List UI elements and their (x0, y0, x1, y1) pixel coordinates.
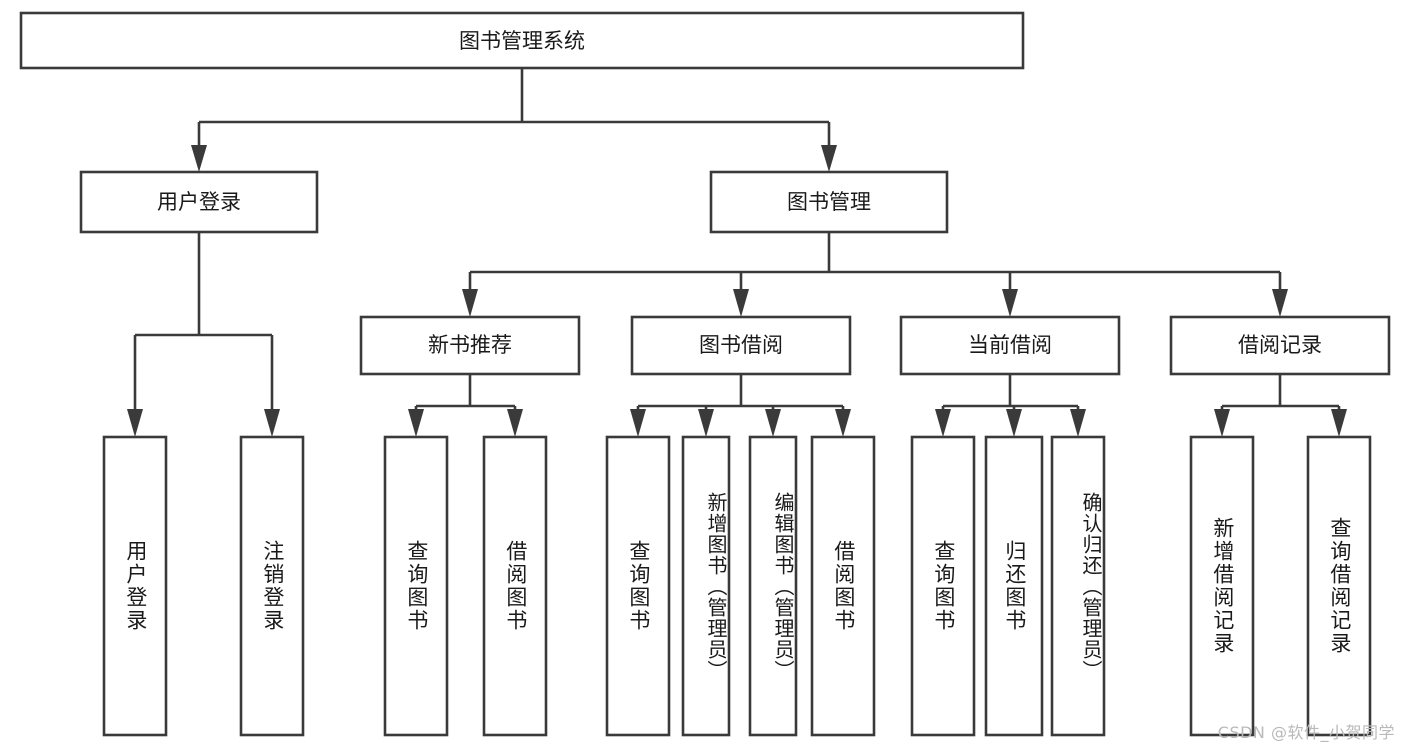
node-book-borrow[interactable]: 图书借阅 (630, 315, 852, 376)
arrow-current-to-leaf-2 (1006, 409, 1022, 437)
leaf-query-book-borrow-textwrap: 查询图书 (626, 540, 651, 632)
arrow-borrow-to-leaf-2 (698, 409, 714, 437)
leaf-return-book-textwrap: 归还图书 (1002, 540, 1027, 632)
leaf-add-borrow-record-label: 新增借阅记录 (1210, 517, 1235, 655)
leaf-query-book-borrow-box (605, 435, 671, 737)
leaf-confirm-return-admin-label: 确认归还（管理员） (1079, 491, 1103, 681)
arrow-root-to-book-mgmt (821, 145, 837, 172)
node-book-management-label: 图书管理 (787, 190, 871, 214)
leaf-user-login-label: 用户登录 (123, 540, 148, 632)
leaf-return-book-label: 归还图书 (1002, 540, 1027, 632)
csdn-watermark: CSDN @软件_小贺同学 (1217, 723, 1395, 742)
arrow-current-to-leaf-1 (935, 409, 951, 437)
node-root-system[interactable]: 图书管理系统 (19, 11, 1025, 70)
node-current-borrow-box (899, 315, 1121, 376)
node-user-login-box (79, 170, 319, 234)
leaf-confirm-return-admin-textwrap: 确认归还（管理员） (1079, 491, 1103, 681)
leaf-query-book-current-box (910, 435, 976, 737)
leaf-add-book-admin[interactable]: 新增图书（管理员） (681, 435, 731, 737)
leaf-query-borrow-record-textwrap: 查询借阅记录 (1327, 517, 1352, 655)
node-root-system-label: 图书管理系统 (459, 29, 585, 53)
leaf-user-login[interactable]: 用户登录 (102, 435, 168, 737)
leaf-query-book-borrow[interactable]: 查询图书 (605, 435, 671, 737)
leaf-query-book-new-label: 查询图书 (404, 540, 429, 632)
arrow-user-login-to-leaf-1 (127, 409, 143, 437)
leaf-query-book-new-textwrap: 查询图书 (404, 540, 429, 632)
leaf-borrow-book-borrow-box (810, 435, 876, 737)
leaf-edit-book-admin-textwrap: 编辑图书（管理员） (771, 491, 795, 681)
node-book-borrow-label: 图书借阅 (699, 333, 783, 357)
leaf-add-borrow-record-textwrap: 新增借阅记录 (1210, 517, 1235, 655)
arrow-borrow-to-leaf-4 (835, 409, 851, 437)
arrow-book-mgmt-to-current (1002, 289, 1018, 317)
arrow-borrow-to-leaf-3 (765, 409, 781, 437)
node-root-system-box (19, 11, 1025, 70)
leaf-borrow-book-borrow[interactable]: 借阅图书 (810, 435, 876, 737)
leaf-user-login-box (102, 435, 168, 737)
leaf-add-borrow-record[interactable]: 新增借阅记录 (1189, 435, 1255, 737)
leaf-query-borrow-record-box (1306, 435, 1372, 737)
leaf-logout[interactable]: 注销登录 (239, 435, 305, 737)
arrow-records-to-leaf-2 (1331, 409, 1347, 437)
leaf-edit-book-admin-box (748, 435, 798, 737)
leaf-add-book-admin-label: 新增图书（管理员） (704, 491, 728, 681)
node-borrow-records-box (1169, 315, 1391, 376)
leaf-query-book-current-label: 查询图书 (931, 540, 956, 632)
leaf-borrow-book-borrow-label: 借阅图书 (831, 540, 856, 632)
node-book-management-box (709, 170, 949, 234)
node-user-login-label: 用户登录 (157, 190, 241, 214)
leaf-edit-book-admin-label: 编辑图书（管理员） (771, 491, 795, 681)
node-borrow-records-label: 借阅记录 (1238, 333, 1322, 357)
node-current-borrow-label: 当前借阅 (968, 333, 1052, 357)
leaf-add-book-admin-textwrap: 新增图书（管理员） (704, 491, 728, 681)
node-new-book-recommend[interactable]: 新书推荐 (359, 315, 581, 376)
leaf-user-login-textwrap: 用户登录 (123, 540, 148, 632)
leaf-logout-label: 注销登录 (260, 540, 285, 632)
leaf-query-borrow-record[interactable]: 查询借阅记录 (1306, 435, 1372, 737)
leaf-logout-box (239, 435, 305, 737)
arrow-book-mgmt-to-records (1272, 289, 1288, 317)
connector-layer (127, 68, 1347, 437)
arrow-book-mgmt-to-new-books (462, 289, 478, 317)
leaf-borrow-book-new-label: 借阅图书 (503, 540, 528, 632)
arrow-root-to-user-login (191, 145, 207, 172)
leaf-query-book-new[interactable]: 查询图书 (383, 435, 449, 737)
leaf-query-borrow-record-label: 查询借阅记录 (1327, 517, 1352, 655)
arrow-book-mgmt-to-borrow (733, 289, 749, 317)
node-borrow-records[interactable]: 借阅记录 (1169, 315, 1391, 376)
leaf-query-book-new-box (383, 435, 449, 737)
leaf-add-borrow-record-box (1189, 435, 1255, 737)
node-book-borrow-box (630, 315, 852, 376)
leaf-borrow-book-borrow-textwrap: 借阅图书 (831, 540, 856, 632)
arrow-user-login-to-leaf-2 (264, 409, 280, 437)
node-user-login[interactable]: 用户登录 (79, 170, 319, 234)
arrow-new-books-to-leaf-1 (408, 409, 424, 437)
leaf-borrow-book-new-box (482, 435, 548, 737)
leaf-query-book-borrow-label: 查询图书 (626, 540, 651, 632)
node-book-management[interactable]: 图书管理 (709, 170, 949, 234)
arrow-new-books-to-leaf-2 (507, 409, 523, 437)
leaf-logout-textwrap: 注销登录 (260, 540, 285, 632)
leaf-confirm-return-admin-box (1050, 435, 1106, 737)
leaf-borrow-book-new-textwrap: 借阅图书 (503, 540, 528, 632)
node-new-book-recommend-box (359, 315, 581, 376)
leaf-add-book-admin-box (681, 435, 731, 737)
leaf-return-book[interactable]: 归还图书 (984, 435, 1044, 737)
leaf-query-book-current[interactable]: 查询图书 (910, 435, 976, 737)
arrow-current-to-leaf-3 (1070, 409, 1086, 437)
node-current-borrow[interactable]: 当前借阅 (899, 315, 1121, 376)
leaf-edit-book-admin[interactable]: 编辑图书（管理员） (748, 435, 798, 737)
arrow-records-to-leaf-1 (1214, 409, 1230, 437)
node-new-book-recommend-label: 新书推荐 (428, 333, 512, 357)
leaf-borrow-book-new[interactable]: 借阅图书 (482, 435, 548, 737)
leaf-return-book-box (984, 435, 1044, 737)
leaf-confirm-return-admin[interactable]: 确认归还（管理员） (1050, 435, 1106, 737)
leaf-query-book-current-textwrap: 查询图书 (931, 540, 956, 632)
arrow-borrow-to-leaf-1 (630, 409, 646, 437)
